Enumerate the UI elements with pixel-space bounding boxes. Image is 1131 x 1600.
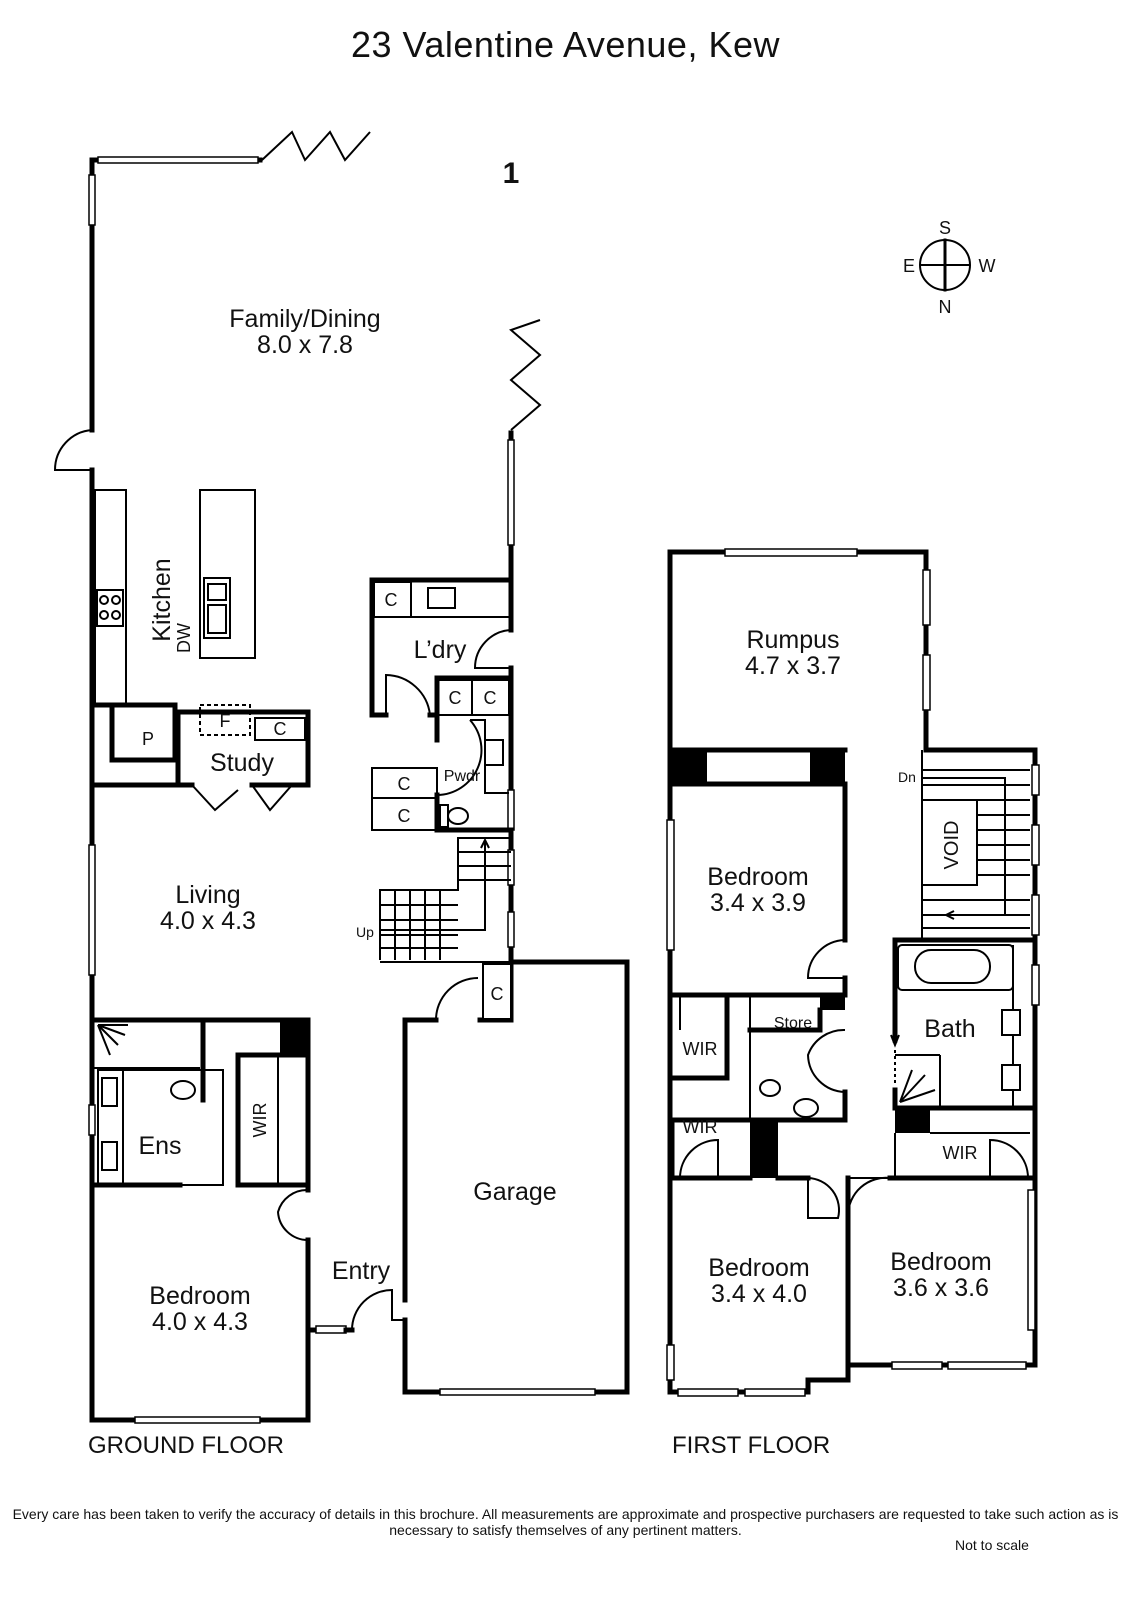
first-floor-stairs <box>921 750 1030 940</box>
cupboard-label: C <box>398 774 411 794</box>
bedroom1-size: 3.4 x 3.9 <box>710 889 806 917</box>
bath-shower-icon <box>899 1069 936 1103</box>
pantry-label: P <box>142 729 154 749</box>
bedroom2-name: Bedroom <box>708 1254 809 1282</box>
stairs-up-label: Up <box>356 924 374 940</box>
bedroom3-name: Bedroom <box>890 1248 991 1276</box>
bedroom-size: 4.0 x 4.3 <box>152 1308 248 1336</box>
property-title: 23 Valentine Avenue, Kew <box>351 24 780 65</box>
compass-west: W <box>979 256 996 276</box>
stairs-down-label: Dn <box>898 769 916 785</box>
bedroom2-size: 3.4 x 4.0 <box>711 1280 807 1308</box>
bedroom1-name: Bedroom <box>707 863 808 891</box>
garage-label: Garage <box>473 1178 556 1206</box>
disclaimer: Every care has been taken to verify the … <box>12 1506 1119 1538</box>
void-label: VOID <box>941 821 963 870</box>
ground-stairs <box>379 837 511 963</box>
study-label: Study <box>210 749 274 777</box>
entry-label: Entry <box>332 1257 391 1285</box>
kitchen-label: Kitchen <box>148 558 176 641</box>
fridge-label: F <box>220 711 231 731</box>
level-marker: 1 <box>503 157 520 190</box>
laundry-label: L’dry <box>414 636 467 664</box>
rumpus-size: 4.7 x 3.7 <box>745 652 841 680</box>
cupboard-label: C <box>449 688 462 708</box>
wir-label: WIR <box>250 1103 270 1138</box>
wir-label: WIR <box>943 1143 978 1163</box>
cupboard-label: C <box>484 688 497 708</box>
first-floor-walls <box>666 548 1040 1397</box>
compass-icon: S E W N <box>903 218 996 317</box>
compass-north: N <box>939 297 952 317</box>
bedroom-name: Bedroom <box>149 1282 250 1310</box>
rumpus-name: Rumpus <box>746 626 839 654</box>
cupboard-label: C <box>274 719 287 739</box>
not-to-scale-note: Not to scale <box>955 1537 1029 1553</box>
compass-south: S <box>939 218 951 238</box>
cooktop-icon <box>96 589 124 627</box>
ground-floor-label: GROUND FLOOR <box>88 1432 284 1459</box>
cupboard-label: C <box>385 590 398 610</box>
living-name: Living <box>175 881 240 909</box>
store-label: Store <box>774 1015 812 1032</box>
powder-label: Pwdr <box>444 768 481 785</box>
cupboard-label: C <box>398 806 411 826</box>
family-dining-size: 8.0 x 7.8 <box>257 331 353 359</box>
cupboard-label: C <box>491 984 504 1004</box>
bedroom3-size: 3.6 x 3.6 <box>893 1274 989 1302</box>
ensuite-label: Ens <box>138 1132 181 1160</box>
living-size: 4.0 x 4.3 <box>160 907 256 935</box>
bath-label: Bath <box>924 1015 975 1043</box>
dishwasher-label: DW <box>174 623 194 653</box>
wir-label: WIR <box>683 1039 718 1059</box>
family-dining-name: Family/Dining <box>229 305 380 333</box>
compass-east: E <box>903 256 915 276</box>
shower-icon <box>97 1024 128 1056</box>
ground-floor-walls <box>53 130 630 1424</box>
wir-label: WIR <box>683 1117 718 1137</box>
first-floor-label: FIRST FLOOR <box>672 1432 830 1459</box>
